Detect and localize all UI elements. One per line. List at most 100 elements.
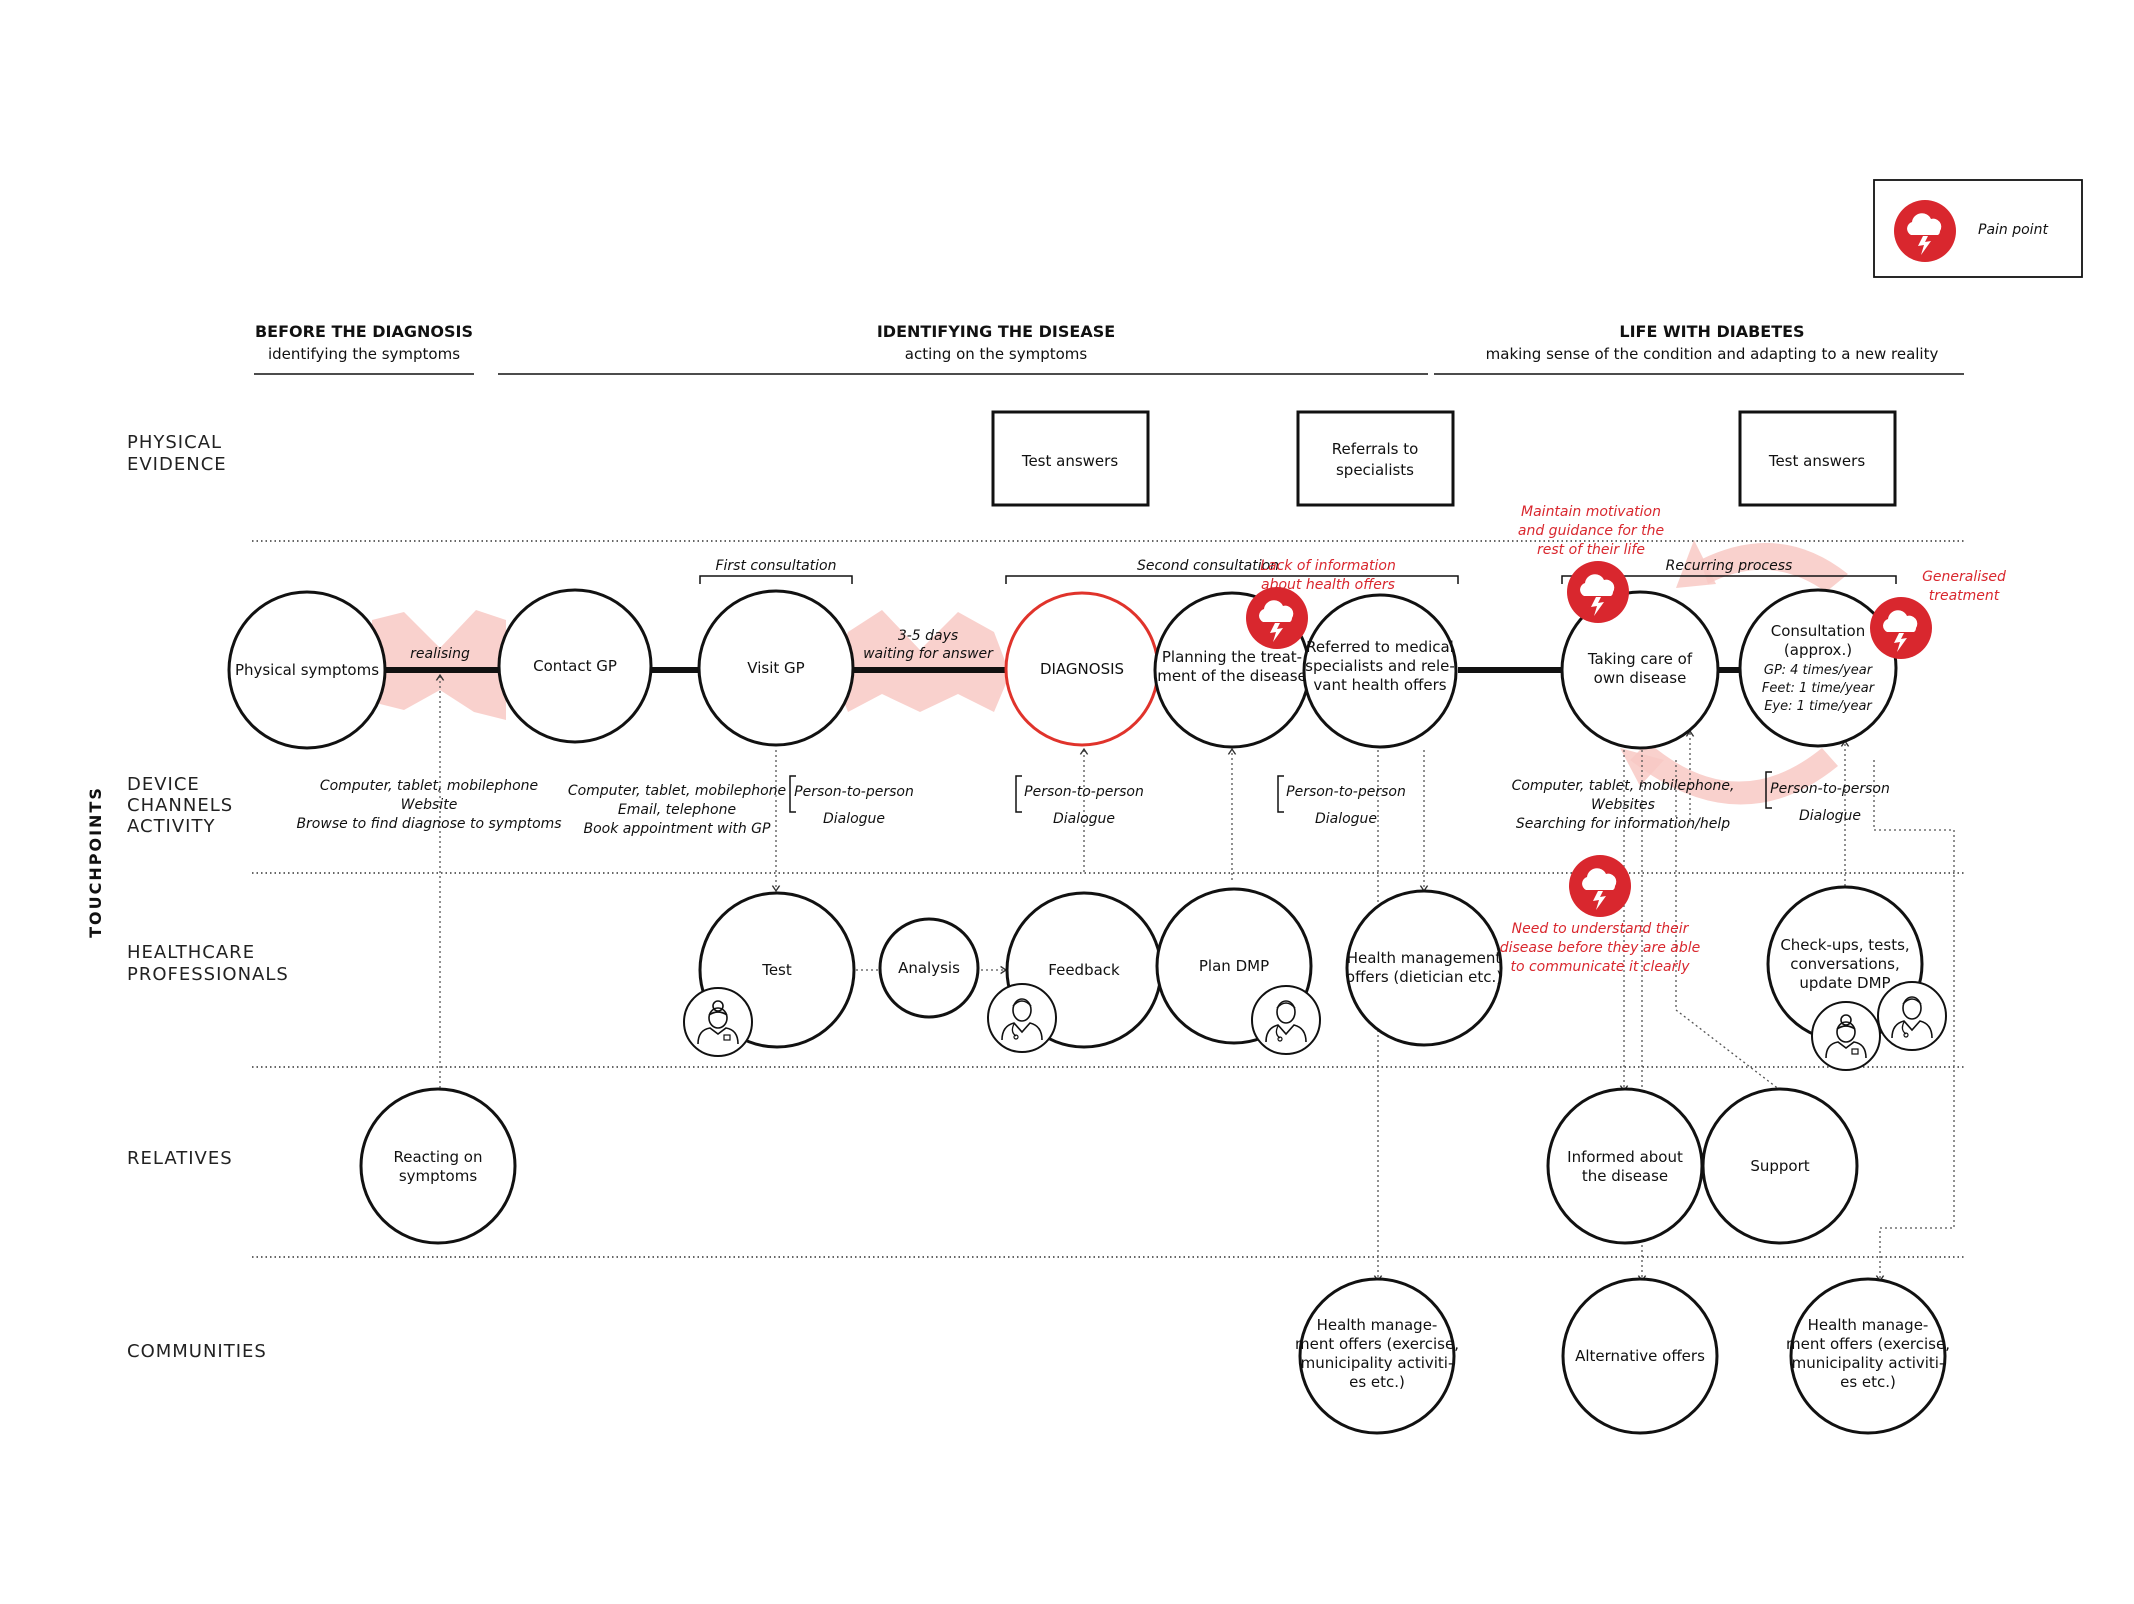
node-physical-symptoms-label: Physical symptoms [235,661,379,679]
node-health-offers-2-label-4: es etc.) [1840,1373,1896,1391]
connector-waiting-2: waiting for answer [863,646,994,662]
bracket-recurring-process: Recurring process [1666,558,1793,574]
row-label-touchpoints: TOUCHPOINTS [86,786,105,938]
pain-note-understand-2: disease before they are able [1500,940,1701,956]
node-alternative-offers [1561,1277,1719,1435]
channel-p2p-1-a: Person-to-person [794,784,914,800]
channel-p2p-1-b: Dialogue [823,811,885,827]
node-consultation-label-2: (approx.) [1784,641,1852,659]
pain-note-motivation-2: and guidance for the [1518,523,1664,539]
node-referred-label-2: specialists and rele- [1305,657,1455,675]
node-reacting-label-1: Reacting on [394,1148,483,1166]
physical-evidence: Test answers Referrals to specialists Te… [991,410,1897,507]
connector-waiting-1: 3-5 days [898,628,958,644]
pain-note-motivation-3: rest of their life [1537,542,1645,558]
node-planning-label-2: ment of the disease [1157,667,1307,685]
node-consultation-detail-3: Eye: 1 time/year [1764,699,1873,714]
bracket-second-consultation: Second consultation [1137,558,1279,574]
pain-points: Lack of information about health offers … [1246,504,2006,975]
doctor-icon [1877,981,1947,1051]
node-support-label: Support [1750,1157,1809,1175]
evidence-test-answers-1 [991,410,1150,507]
channel-before-2: Website [401,797,458,813]
pain-note-motivation-1: Maintain motivation [1521,504,1661,520]
phase-title-identifying: IDENTIFYING THE DISEASE [877,322,1115,341]
node-health-offers-1-label-1: Health manage- [1317,1316,1438,1334]
pain-point-icon [1246,587,1308,649]
channel-life-1: Computer, tablet, mobilephone, [1512,778,1735,794]
communities: Health manage- ment offers (exercise, mu… [1295,1277,1950,1435]
channel-visit-1: Computer, tablet, mobilephone [568,783,786,799]
channel-p2p-2-a: Person-to-person [1024,784,1144,800]
node-health-offers-1-label-3: municipality activiti- [1301,1354,1454,1372]
node-informed-label-2: the disease [1582,1167,1668,1185]
legend-label: Pain point [1978,222,2048,238]
evidence-referrals-label-2: specialists [1336,461,1414,479]
row-label-healthcare-1: HEALTHCARE [127,942,255,963]
node-contact-gp-label: Contact GP [533,657,617,675]
channel-p2p-4-b: Dialogue [1799,808,1861,824]
node-referred-label-1: Referred to medical [1306,638,1454,656]
channel-life-3: Searching for information/help [1516,816,1730,832]
row-label-physical-2: EVIDENCE [127,454,227,475]
evidence-test-answers-2-label: Test answers [1768,452,1865,470]
node-feedback-label: Feedback [1048,961,1120,979]
row-label-device-3: ACTIVITY [127,816,215,837]
node-physical-symptoms [227,590,387,750]
pain-note-lack-info-2: about health offers [1261,577,1395,593]
pain-point-icon [1894,200,1956,262]
relatives: Reacting on symptoms Informed about the … [359,1087,1859,1245]
pain-areas [372,540,1848,805]
node-consultation-detail-1: GP: 4 times/year [1764,663,1874,678]
phase-title-life: LIFE WITH DIABETES [1619,322,1804,341]
channel-p2p-4-a: Person-to-person [1770,781,1890,797]
row-labels: PHYSICAL EVIDENCE DEVICE CHANNELS ACTIVI… [86,432,288,1362]
node-consultation-label-1: Consultation [1771,622,1865,640]
nurse-icon [1811,1001,1881,1071]
node-plan-dmp-label: Plan DMP [1199,957,1269,975]
node-health-offers-1-label-4: es etc.) [1349,1373,1405,1391]
phase-subtitle-life: making sense of the condition and adapti… [1486,345,1939,363]
node-referred-label-3: vant health offers [1313,676,1446,694]
node-contact-gp [497,588,653,744]
row-label-device-2: CHANNELS [127,795,233,816]
node-consultation-detail-2: Feet: 1 time/year [1762,681,1876,696]
channel-before-1: Computer, tablet, mobilephone [320,778,538,794]
bracket-first-consultation: First consultation [715,558,836,574]
healthcare-professionals: Test Analysis Feedback Plan DMP Health m… [683,885,1947,1071]
channel-life-2: Websites [1591,797,1655,813]
node-taking-care [1560,590,1720,750]
row-label-relatives: RELATIVES [127,1148,233,1169]
node-health-offers-1-label-2: ment offers (exercise, [1295,1335,1459,1353]
node-analysis [878,917,980,1019]
node-analysis-label: Analysis [898,959,960,977]
row-label-physical-1: PHYSICAL [127,432,222,453]
node-visit-gp-label: Visit GP [747,659,804,677]
doctor-icon [987,983,1057,1053]
node-consultation [1738,588,1898,748]
node-checkups-label-1: Check-ups, tests, [1780,936,1909,954]
node-referred [1302,593,1458,749]
evidence-referrals-label-1: Referrals to [1332,440,1419,458]
node-visit-gp [697,589,855,747]
phase-subtitle-identifying: acting on the symptoms [905,345,1088,363]
node-test-label: Test [761,961,792,979]
pain-point-icon [1567,561,1629,623]
connector-realising: realising [410,646,470,662]
pain-note-understand-1: Need to understand their [1512,921,1690,937]
pain-note-understand-3: to communicate it clearly [1510,959,1690,975]
node-alternative-offers-label: Alternative offers [1575,1347,1705,1365]
doctor-icon [1251,985,1321,1055]
evidence-test-answers-2 [1738,410,1897,507]
node-health-offers-2-label-3: municipality activiti- [1792,1354,1945,1372]
node-health-offers-1 [1298,1277,1456,1435]
main-timeline: realising 3-5 days waiting for answer [386,628,1740,673]
row-separators [252,540,1964,1258]
node-reacting-label-2: symptoms [399,1167,477,1185]
channel-visit-2: Email, telephone [618,802,736,818]
pain-note-generalised-2: treatment [1929,588,2000,604]
pain-note-generalised-1: Generalised [1922,569,2006,585]
phase-title-before: BEFORE THE DIAGNOSIS [255,322,473,341]
